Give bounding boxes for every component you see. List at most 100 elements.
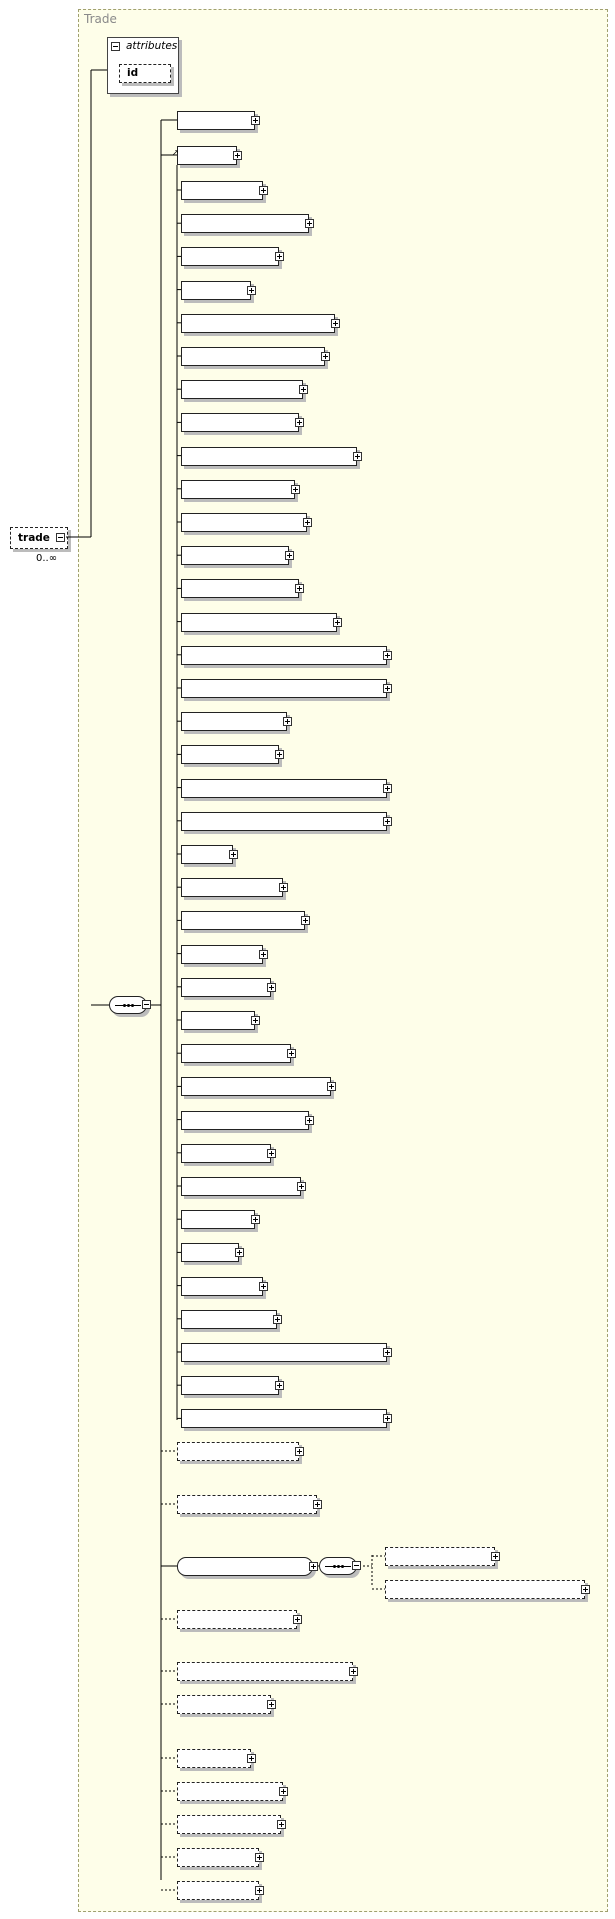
product-14[interactable] <box>181 645 387 665</box>
product-22-expand-icon[interactable] <box>301 916 310 926</box>
product-16[interactable] <box>181 712 287 732</box>
product-18[interactable] <box>181 778 387 798</box>
product-37-expand-icon[interactable] <box>383 1414 392 1424</box>
calc-agent-child-0-expand-icon[interactable] <box>491 1552 500 1561</box>
product-0-expand-icon[interactable] <box>259 186 268 195</box>
product-8-expand-icon[interactable] <box>353 451 362 461</box>
child-element-1[interactable] <box>177 146 237 165</box>
product-20-expand-icon[interactable] <box>229 850 238 859</box>
child-element-2-expand-icon[interactable] <box>295 1447 304 1456</box>
product-15[interactable] <box>181 679 387 698</box>
product-13[interactable] <box>181 612 337 632</box>
product-16-expand-icon[interactable] <box>283 717 292 727</box>
product-8[interactable] <box>181 446 357 466</box>
product-18-expand-icon[interactable] <box>383 783 392 793</box>
product-12-expand-icon[interactable] <box>295 584 304 594</box>
calc-agent-child-1-expand-icon[interactable] <box>581 1585 590 1594</box>
product-36[interactable] <box>181 1376 279 1396</box>
product-27-expand-icon[interactable] <box>327 1082 336 1092</box>
product-26[interactable] <box>181 1044 291 1064</box>
child-element-0-expand-icon[interactable] <box>251 116 260 125</box>
product-9[interactable] <box>181 479 295 499</box>
product-5[interactable] <box>181 347 325 366</box>
child-element-5[interactable] <box>177 1610 297 1629</box>
product-11-expand-icon[interactable] <box>285 551 294 561</box>
product-2[interactable] <box>181 247 279 267</box>
product-31-expand-icon[interactable] <box>251 1215 260 1225</box>
child-element-4[interactable] <box>177 1557 313 1576</box>
product-6[interactable] <box>181 380 303 400</box>
child-element-6-expand-icon[interactable] <box>349 1667 358 1676</box>
child-element-12[interactable] <box>177 1881 259 1900</box>
main-sequence-compositor[interactable] <box>109 996 147 1014</box>
product-26-expand-icon[interactable] <box>287 1049 296 1059</box>
product-14-expand-icon[interactable] <box>383 650 392 660</box>
child-element-7-expand-icon[interactable] <box>267 1700 276 1709</box>
product-34[interactable] <box>181 1309 277 1329</box>
product-30-expand-icon[interactable] <box>297 1182 306 1191</box>
product-10[interactable] <box>181 513 307 532</box>
product-23-expand-icon[interactable] <box>259 949 268 959</box>
product-10-expand-icon[interactable] <box>303 518 312 527</box>
product-7-expand-icon[interactable] <box>295 418 304 428</box>
product-2-expand-icon[interactable] <box>275 252 284 262</box>
product-25-expand-icon[interactable] <box>251 1016 260 1025</box>
child-element-2[interactable] <box>177 1442 299 1461</box>
product-13-expand-icon[interactable] <box>333 617 342 627</box>
product-4-expand-icon[interactable] <box>331 318 340 328</box>
product-11[interactable] <box>181 546 289 566</box>
child-element-1-expand-icon[interactable] <box>233 151 242 160</box>
product-20[interactable] <box>181 845 233 864</box>
child-element-10-expand-icon[interactable] <box>277 1820 286 1829</box>
product-9-expand-icon[interactable] <box>291 484 300 494</box>
main-sequence-compositor-collapse-icon[interactable] <box>142 1000 151 1009</box>
product-31[interactable] <box>181 1210 255 1230</box>
calculation-agent-sequence-collapse-icon[interactable] <box>352 1561 361 1570</box>
child-element-11-expand-icon[interactable] <box>255 1853 264 1862</box>
product-3-expand-icon[interactable] <box>247 285 256 295</box>
product-35[interactable] <box>181 1343 387 1362</box>
product-6-expand-icon[interactable] <box>299 385 308 395</box>
product-36-expand-icon[interactable] <box>275 1381 284 1391</box>
product-25[interactable] <box>181 1011 255 1030</box>
product-21[interactable] <box>181 878 283 898</box>
product-15-expand-icon[interactable] <box>383 684 392 693</box>
root-element-trade[interactable]: trade <box>10 527 68 549</box>
product-21-expand-icon[interactable] <box>279 883 288 893</box>
product-7[interactable] <box>181 413 299 433</box>
product-19[interactable] <box>181 811 387 831</box>
attribute-id[interactable]: id <box>119 64 171 83</box>
product-32[interactable] <box>181 1243 239 1263</box>
product-3[interactable] <box>181 280 251 300</box>
product-30[interactable] <box>181 1177 301 1196</box>
trade-collapse-icon[interactable] <box>56 533 65 542</box>
child-element-8-expand-icon[interactable] <box>247 1754 256 1763</box>
product-35-expand-icon[interactable] <box>383 1348 392 1357</box>
product-33[interactable] <box>181 1276 263 1296</box>
child-element-9-expand-icon[interactable] <box>279 1787 288 1796</box>
attributes-collapse-icon[interactable] <box>111 42 120 51</box>
product-17-expand-icon[interactable] <box>275 750 284 760</box>
product-23[interactable] <box>181 944 263 964</box>
child-element-7[interactable] <box>177 1695 271 1714</box>
product-0[interactable] <box>181 181 263 200</box>
child-element-8[interactable] <box>177 1749 251 1768</box>
product-1[interactable] <box>181 214 309 234</box>
product-5-expand-icon[interactable] <box>321 352 330 361</box>
product-32-expand-icon[interactable] <box>235 1248 244 1258</box>
product-4[interactable] <box>181 313 335 333</box>
child-element-6[interactable] <box>177 1662 353 1681</box>
product-29-expand-icon[interactable] <box>267 1148 276 1158</box>
child-element-3[interactable] <box>177 1495 317 1514</box>
child-element-9[interactable] <box>177 1782 283 1801</box>
product-24[interactable] <box>181 977 271 997</box>
child-element-0[interactable] <box>177 111 255 130</box>
product-19-expand-icon[interactable] <box>383 816 392 826</box>
product-27[interactable] <box>181 1077 331 1097</box>
product-17[interactable] <box>181 745 279 765</box>
child-element-10[interactable] <box>177 1815 281 1834</box>
calc-agent-child-1[interactable] <box>385 1580 585 1599</box>
product-1-expand-icon[interactable] <box>305 219 314 229</box>
calc-agent-child-0[interactable] <box>385 1547 495 1566</box>
child-element-4-expand-icon[interactable] <box>309 1562 318 1571</box>
